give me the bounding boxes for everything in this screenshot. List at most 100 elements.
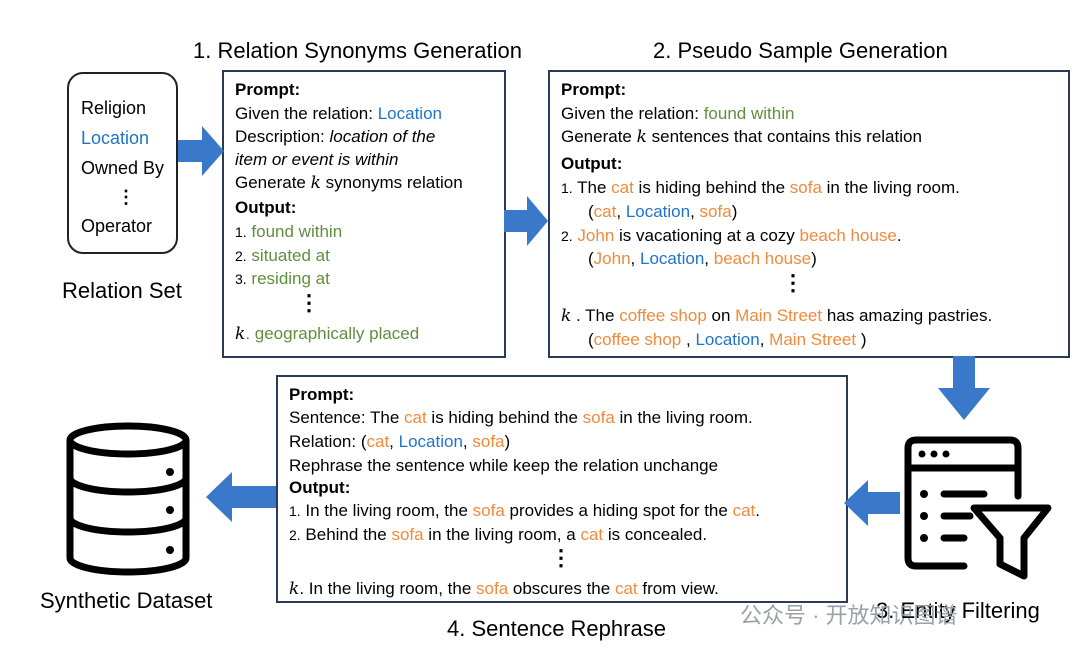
sentence-text: is vacationing at a cozy [614,226,800,245]
relation-line: Relation: (cat, Location, sofa) [289,432,510,452]
description-line: Description: location of the [235,127,435,147]
prompt-label: Prompt: [235,80,301,99]
head-entity: John [577,226,615,245]
synonyms-prompt-box: Prompt: Given the relation: Location Des… [222,70,506,358]
head-entity: coffee shop [593,330,682,349]
tail-entity: sofa [391,525,424,544]
sentence-text: is concealed. [603,525,708,544]
rephrase-output-1: 1. In the living room, the sofa provides… [289,501,760,521]
output-label: Output: [235,198,297,217]
sentence-line: Sentence: The cat is hiding behind the s… [289,408,753,428]
relation-label: Location [398,432,463,451]
sentence-text: Behind the [300,525,392,544]
rephrase-output-k: k. In the living room, the sofa obscures… [289,579,719,599]
tail-entity: sofa [472,432,505,451]
given-relation-value: Location [377,104,442,123]
sample-triple-k: (coffee shop , Location, Main Street ) [588,330,867,350]
arrow-right-icon [178,126,224,176]
sentence-text: In the living room, the [300,501,473,520]
paren: ( [588,249,594,268]
relation-label: Location [640,249,705,268]
synonym-item: 1. found within [235,222,342,242]
relation-item-location: Location [81,128,150,148]
paren: ( [588,202,594,221]
sentence-text: The [572,178,612,197]
list-number: 1. [561,180,573,196]
description-text: location of the [329,127,436,146]
comma: , [389,432,399,451]
list-number: 3. [235,271,247,287]
sample-ellipsis: ⋮ [782,270,804,295]
prompt-label: Prompt: [289,385,355,404]
sentence-text: . [896,226,902,245]
pseudo-sample-box: Prompt: Given the relation: found within… [548,70,1070,358]
instruction-line: Rephrase the sentence while keep the rel… [289,456,719,475]
synonym-text: situated at [251,246,330,265]
tail-entity: Main Street [769,330,857,349]
rephrase-box: Prompt: Sentence: The cat is hiding behi… [276,375,848,603]
sentence-text: . The [571,306,620,325]
given-relation-line: Given the relation: found within [561,104,794,124]
synonym-item: 3. residing at [235,269,330,289]
list-number: 1. [235,224,247,240]
generate-suffix: sentences that contains this relation [646,127,922,146]
relation-item-religion: Religion [81,98,147,118]
filter-window-icon [904,436,1052,580]
step1-title: 1. Relation Synonyms Generation [193,38,522,63]
comma: , [630,249,640,268]
sentence-text: in the living room. [614,408,753,427]
relation-label: Location [695,330,760,349]
comma: , [704,249,714,268]
paren: ) [856,330,867,349]
paren: ) [811,249,817,268]
given-prefix: Given the relation: [235,104,378,123]
k-symbol: k [636,127,647,147]
head-entity: cat [404,408,427,427]
sentence-text: . [755,501,760,520]
given-relation-line: Given the relation: Location [235,104,442,124]
tail-entity: beach house [713,249,812,268]
arrow-right-icon [504,196,548,246]
comma: , [759,330,770,349]
sentence-text: . In the living room, the [299,579,477,598]
synonym-item: 2. situated at [235,246,330,266]
rephrase-ellipsis: ⋮ [550,545,572,570]
synonym-item-last: k. geographically placed [235,324,419,344]
relation-item-owned-by: Owned By [81,158,165,178]
tail-entity: sofa [472,501,505,520]
comma: , [462,432,473,451]
tail-entity: Main Street [735,306,823,325]
generate-prefix: Generate [235,173,311,192]
generate-suffix: synonyms relation [320,173,463,192]
step4-title: 4. Sentence Rephrase [447,616,666,641]
head-entity: John [593,249,631,268]
head-entity: coffee shop [619,306,707,325]
head-entity: cat [614,579,638,598]
rephrase-output-2: 2. Behind the sofa in the living room, a… [289,525,707,545]
list-number: 2. [289,527,301,543]
synonym-ellipsis: ⋮ [298,290,320,315]
head-entity: cat [593,202,617,221]
synonym-text: . geographically placed [245,324,420,343]
step3-title: 3. Entity Filtering [876,598,1040,623]
relation-set-label: Relation Set [62,278,182,303]
paren: ) [731,202,738,221]
sentence-text: provides a hiding spot for the [504,501,733,520]
sample-sentence-2: 2. John is vacationing at a cozy beach h… [561,226,902,246]
output-label: Output: [561,154,623,173]
sentence-text: in the living room. [821,178,960,197]
generate-line: Generate k synonyms relation [235,173,463,193]
sample-sentence-1: 1. The cat is hiding behind the sofa in … [561,178,960,198]
given-relation-value: found within [703,104,795,123]
tail-entity: sofa [582,408,615,427]
relation-set-box: Religion Location Owned By ⋮ Operator [67,72,178,254]
sentence-text: is hiding behind the [633,178,790,197]
head-entity: cat [732,501,756,520]
tail-entity: sofa [476,579,509,598]
arrow-left-icon [844,480,900,526]
sentence-text: on [706,306,736,325]
sentence-text: is hiding behind the [426,408,583,427]
sentence-text: in the living room, a [423,525,581,544]
comma: , [690,202,700,221]
synonym-text: found within [251,222,343,241]
